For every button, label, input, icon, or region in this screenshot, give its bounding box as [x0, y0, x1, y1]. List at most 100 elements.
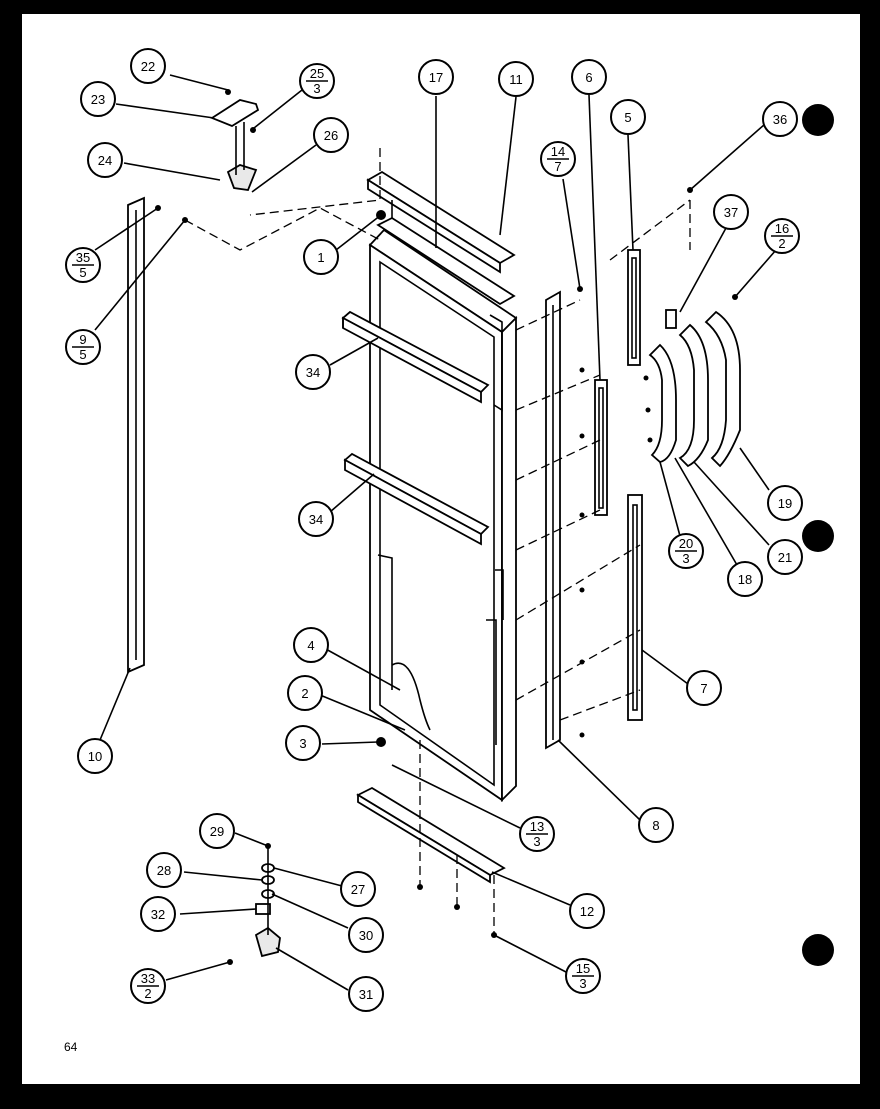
callout-37: 37	[713, 194, 749, 230]
svg-text:22: 22	[141, 59, 155, 74]
callout-18: 18	[727, 561, 763, 597]
callout-9-5: 95	[65, 329, 101, 365]
callout-29: 29	[199, 813, 235, 849]
callout-34-lower: 34	[298, 501, 334, 537]
callout-17: 17	[418, 59, 454, 95]
svg-text:5: 5	[79, 265, 86, 280]
callout-26: 26	[313, 117, 349, 153]
svg-text:37: 37	[724, 205, 738, 220]
svg-text:32: 32	[151, 907, 165, 922]
svg-text:20: 20	[679, 536, 693, 551]
callout-16-2: 162	[764, 218, 800, 254]
svg-text:6: 6	[585, 70, 592, 85]
callout-12: 12	[569, 893, 605, 929]
callouts: 22 23 253 24 26 17 11 6 5 36 147 37 162 …	[65, 48, 803, 1012]
svg-text:34: 34	[309, 512, 323, 527]
callout-32: 32	[140, 896, 176, 932]
svg-text:33: 33	[141, 971, 155, 986]
svg-text:31: 31	[359, 987, 373, 1002]
gasket-strip	[127, 196, 145, 674]
svg-text:3: 3	[533, 834, 540, 849]
svg-text:5: 5	[624, 110, 631, 125]
svg-text:5: 5	[79, 347, 86, 362]
callout-10: 10	[77, 738, 113, 774]
callout-15-3: 153	[565, 958, 601, 994]
svg-text:36: 36	[773, 112, 787, 127]
svg-text:7: 7	[554, 159, 561, 174]
page-number: 64	[64, 1040, 78, 1054]
callout-2: 2	[287, 675, 323, 711]
svg-text:35: 35	[76, 250, 90, 265]
side-strip	[545, 290, 561, 750]
registration-mark-top	[802, 104, 834, 136]
trim-piece-6	[594, 379, 608, 516]
top-hinge	[210, 99, 260, 191]
callout-33-2: 332	[130, 968, 166, 1004]
svg-text:7: 7	[700, 681, 707, 696]
callout-28: 28	[146, 852, 182, 888]
svg-text:1: 1	[317, 250, 324, 265]
callout-5: 5	[610, 99, 646, 135]
svg-text:17: 17	[429, 70, 443, 85]
svg-text:2: 2	[301, 686, 308, 701]
svg-text:3: 3	[579, 976, 586, 991]
door-handle	[648, 309, 741, 468]
svg-text:12: 12	[580, 904, 594, 919]
trim-piece-7	[627, 494, 643, 721]
svg-text:23: 23	[91, 92, 105, 107]
registration-mark-middle	[802, 520, 834, 552]
registration-mark-bottom	[802, 934, 834, 966]
svg-text:3: 3	[682, 551, 689, 566]
svg-text:26: 26	[324, 128, 338, 143]
callout-4: 4	[293, 627, 329, 663]
callout-8: 8	[638, 807, 674, 843]
callout-19: 19	[767, 485, 803, 521]
svg-text:11: 11	[509, 72, 523, 87]
callout-22: 22	[130, 48, 166, 84]
svg-text:24: 24	[98, 153, 112, 168]
callout-27: 27	[340, 871, 376, 907]
door-top-cap	[366, 170, 516, 306]
callout-14-7: 147	[540, 141, 576, 177]
callout-23: 23	[80, 81, 116, 117]
svg-text:2: 2	[144, 986, 151, 1001]
svg-text:4: 4	[307, 638, 314, 653]
svg-text:25: 25	[310, 66, 324, 81]
svg-text:30: 30	[359, 928, 373, 943]
svg-text:9: 9	[79, 332, 86, 347]
callout-11: 11	[498, 61, 534, 97]
svg-text:29: 29	[210, 824, 224, 839]
callout-13-3: 133	[519, 816, 555, 852]
callout-30: 30	[348, 917, 384, 953]
callout-20-3: 203	[668, 533, 704, 569]
callout-36: 36	[762, 101, 798, 137]
callout-24: 24	[87, 142, 123, 178]
svg-text:14: 14	[551, 144, 565, 159]
svg-text:10: 10	[88, 749, 102, 764]
trim-piece-5	[627, 249, 641, 366]
callout-3: 3	[285, 725, 321, 761]
callout-31: 31	[348, 976, 384, 1012]
leader-lines	[94, 74, 777, 991]
callout-35-5: 355	[65, 247, 101, 283]
svg-text:18: 18	[738, 572, 752, 587]
bottom-hinge	[254, 848, 281, 958]
svg-text:28: 28	[157, 863, 171, 878]
svg-text:8: 8	[652, 818, 659, 833]
svg-text:3: 3	[313, 81, 320, 96]
svg-text:34: 34	[306, 365, 320, 380]
door-shelf-lower	[343, 452, 490, 546]
svg-text:16: 16	[775, 221, 789, 236]
svg-text:3: 3	[299, 736, 306, 751]
callout-6: 6	[571, 59, 607, 95]
svg-text:27: 27	[351, 882, 365, 897]
svg-text:15: 15	[576, 961, 590, 976]
callout-25-3: 253	[299, 63, 335, 99]
callout-7: 7	[686, 670, 722, 706]
svg-text:21: 21	[778, 550, 792, 565]
svg-text:13: 13	[530, 819, 544, 834]
door-bottom-cap	[356, 786, 506, 884]
svg-text:19: 19	[778, 496, 792, 511]
svg-text:2: 2	[778, 236, 785, 251]
